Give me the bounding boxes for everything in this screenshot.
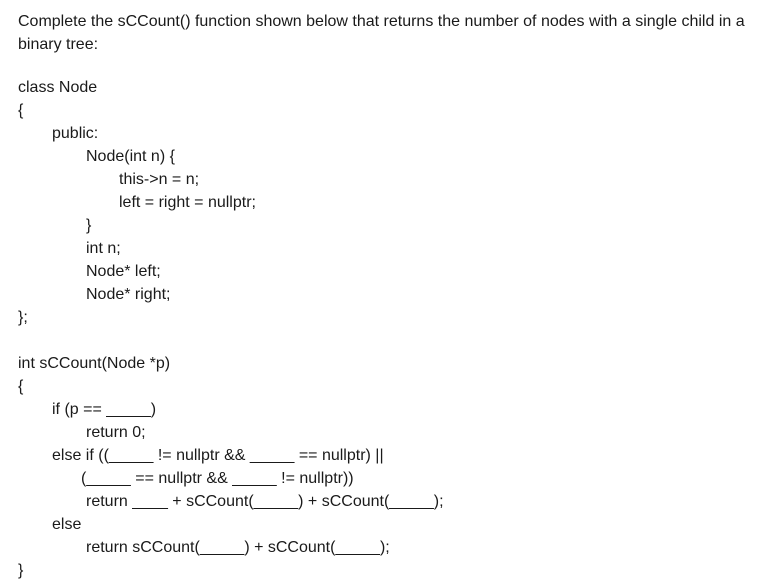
- code-line-class-close: };: [18, 309, 28, 326]
- code-line-assign-n: this->n = n;: [119, 171, 200, 188]
- code-line-constructor: Node(int n) {: [86, 148, 175, 165]
- document: Complete the sCCount() function shown be…: [18, 8, 758, 582]
- code-line-function-close: }: [18, 562, 24, 579]
- code-line-return-recursive: return sCCount(_____) + sCCount(_____);: [86, 539, 390, 556]
- question-prompt: Complete the sCCount() function shown be…: [18, 13, 745, 53]
- code-line-function-open: {: [18, 378, 24, 395]
- code-line-field-left: Node* left;: [86, 263, 161, 280]
- code-blank-line: [18, 329, 758, 352]
- code-line-return-zero: return 0;: [86, 424, 146, 441]
- code-line-public: public:: [52, 125, 99, 142]
- code-line-class-header: class Node: [18, 79, 98, 96]
- code-line-else-if-cont: (_____ == nullptr && _____ != nullptr)): [81, 470, 354, 487]
- code-line-function-signature: int sCCount(Node *p): [18, 355, 171, 372]
- code-line-open-brace: {: [18, 102, 24, 119]
- code-line-if-null: if (p == _____): [52, 401, 157, 418]
- code-block: class Node { public: Node(int n) { this-…: [18, 76, 758, 582]
- code-line-field-right: Node* right;: [86, 286, 171, 303]
- code-line-return-single: return ____ + sCCount(_____) + sCCount(_…: [86, 493, 444, 510]
- code-line-else-if: else if ((_____ != nullptr && _____ == n…: [52, 447, 384, 464]
- code-line-field-n: int n;: [86, 240, 121, 257]
- code-line-else: else: [52, 516, 82, 533]
- code-line-assign-null: left = right = nullptr;: [119, 194, 256, 211]
- code-line-constructor-close: }: [86, 217, 92, 234]
